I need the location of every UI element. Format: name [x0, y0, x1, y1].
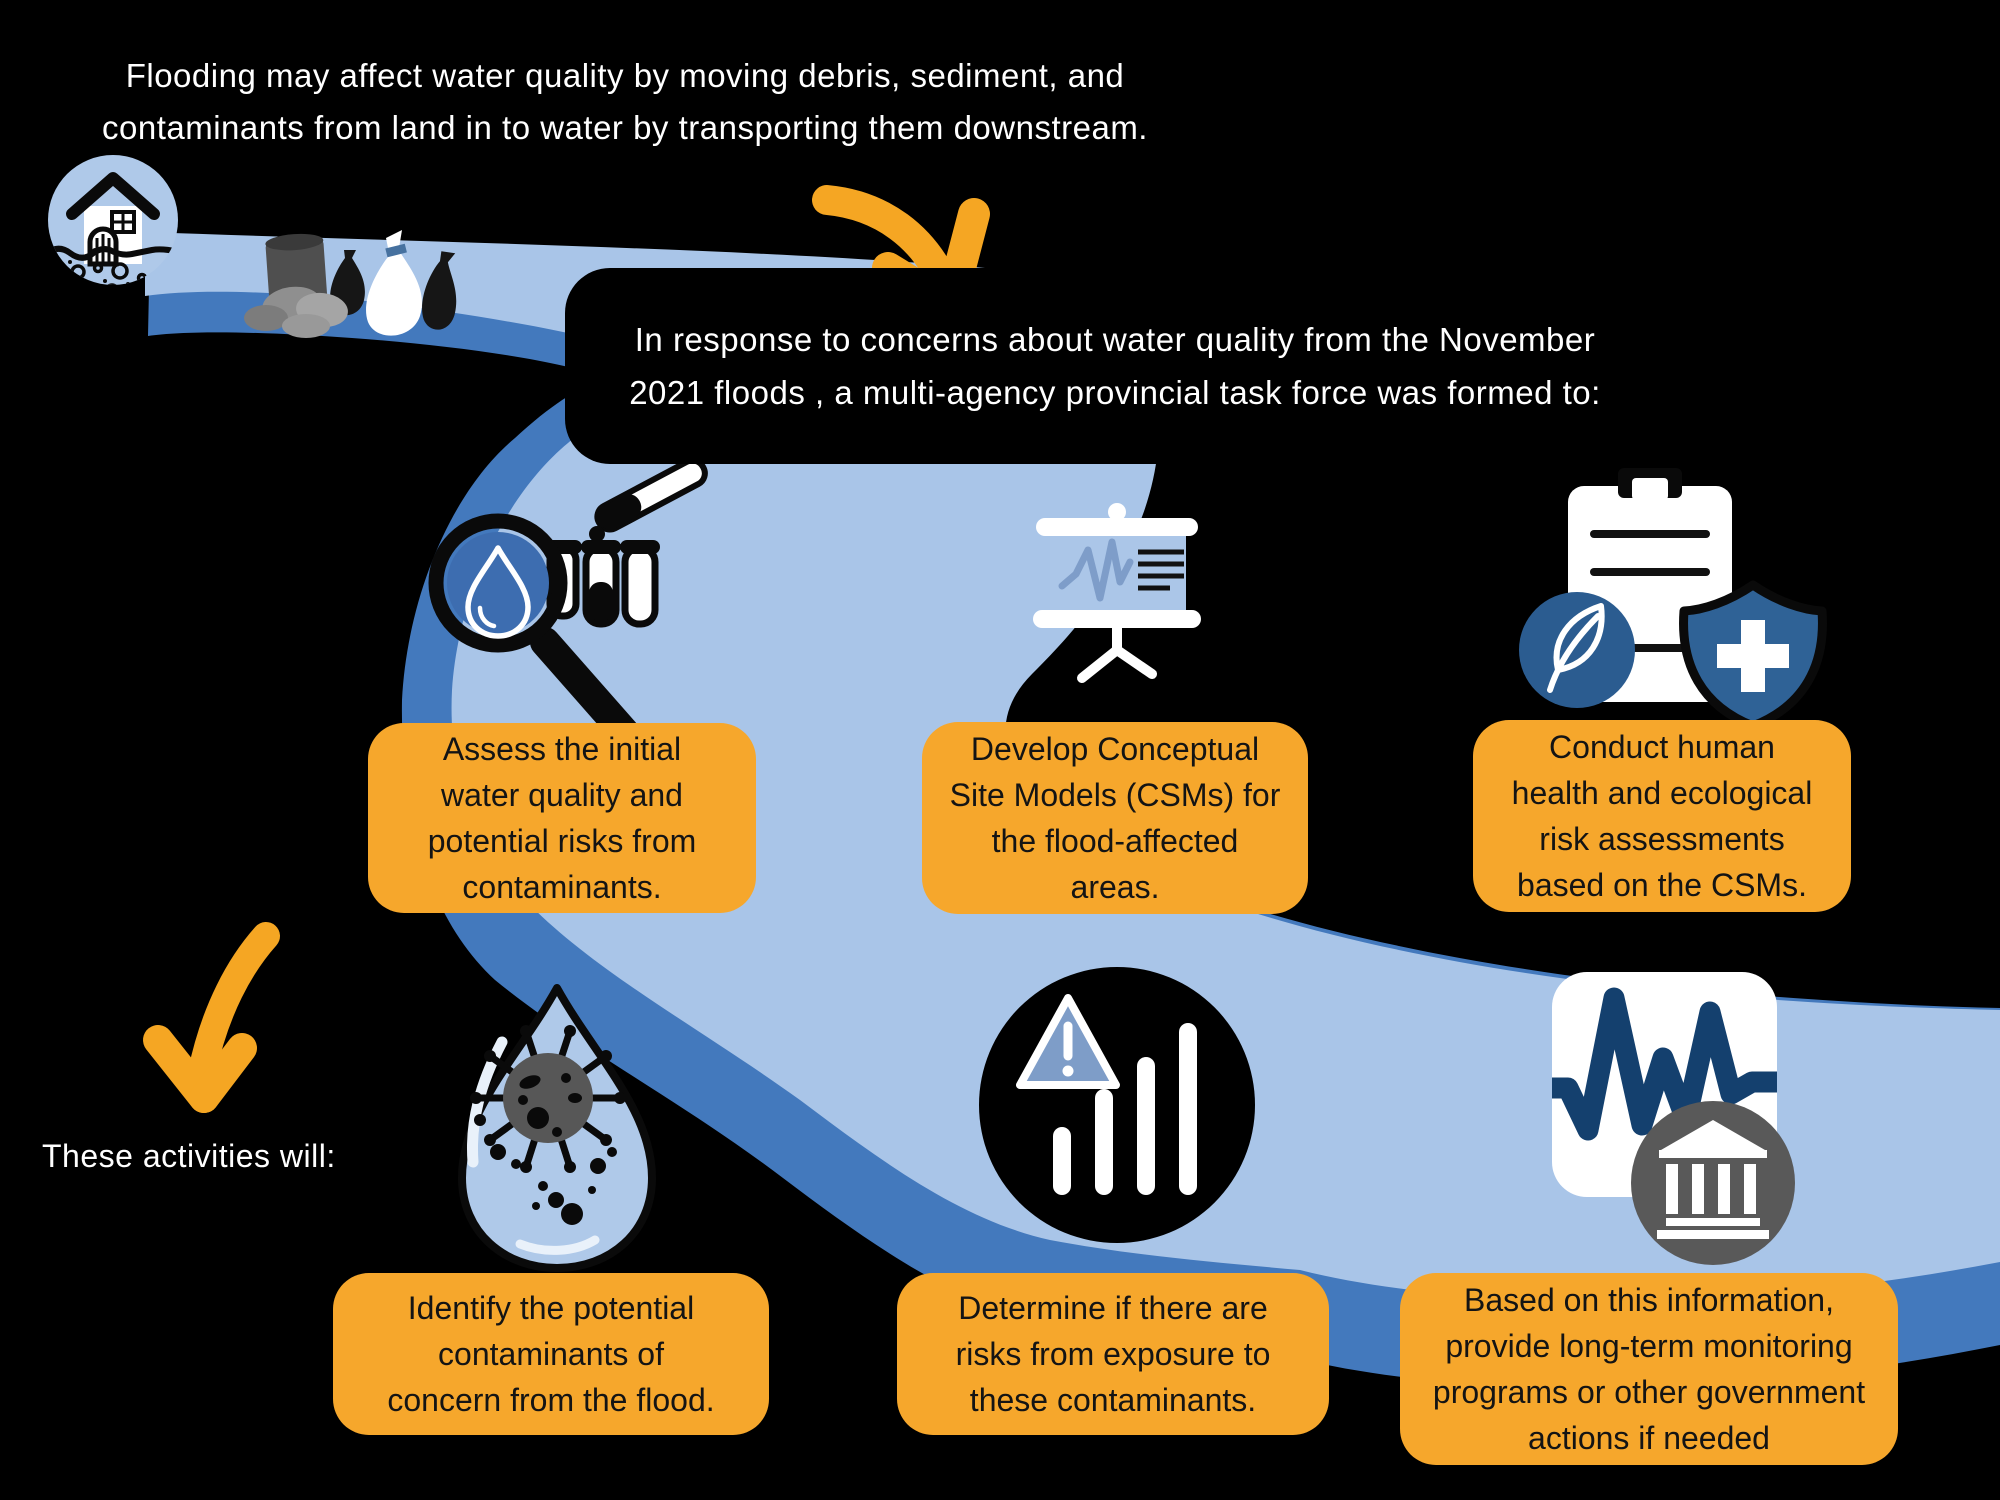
contaminant-dots — [474, 1114, 617, 1225]
box-text-line: Assess the initial — [442, 731, 682, 767]
box-text-line: contaminants. — [462, 869, 662, 905]
box-text-line: health and ecological — [1511, 775, 1813, 811]
task-force-line: In response to concerns about water qual… — [634, 321, 1596, 358]
box-text-line: based on the CSMs. — [1517, 867, 1807, 903]
box-text-line: concern from the flood. — [387, 1382, 715, 1418]
task-force-text: In response to concerns about water qual… — [565, 268, 1665, 464]
flooded-house-icon — [48, 155, 178, 285]
box-text-line: Develop Conceptual — [970, 731, 1260, 767]
box-text-line: programs or other government — [1432, 1374, 1866, 1410]
box-text-line: Determine if there are — [958, 1290, 1268, 1326]
health-shield-icon — [1679, 580, 1827, 731]
outcome-box-identify: Identify the potential contaminants of c… — [333, 1273, 769, 1435]
intro-line: contaminants from land in to water by tr… — [102, 109, 1148, 146]
box-text-line: provide long-term monitoring — [1445, 1328, 1853, 1364]
government-building-icon — [1631, 1101, 1795, 1265]
box-text-line: contaminants of — [438, 1336, 664, 1372]
intro-line: Flooding may affect water quality by mov… — [125, 57, 1125, 94]
monitoring-pulse-icon — [1552, 972, 1795, 1265]
activities-label: These activities will: — [42, 1138, 336, 1174]
box-text-line: Site Models (CSMs) for — [949, 777, 1281, 813]
box-text-line: Identify the potential — [407, 1290, 695, 1326]
leaf-icon — [1519, 592, 1635, 708]
risk-bars-icon — [979, 967, 1255, 1243]
warning-triangle-icon — [1016, 994, 1120, 1089]
presentation-chart-icon — [1033, 503, 1201, 683]
box-text-line: the flood-affected — [991, 823, 1239, 859]
debris-icon — [244, 230, 457, 338]
box-text-line: actions if needed — [1528, 1420, 1770, 1456]
box-text-line: these contaminants. — [969, 1382, 1257, 1418]
contaminated-droplet-icon — [458, 984, 656, 1272]
river-light-path — [145, 232, 2000, 1301]
box-text-line: potential risks from — [427, 823, 697, 859]
test-tubes-icon — [544, 540, 660, 628]
task-box-csm: Develop Conceptual Site Models (CSMs) fo… — [922, 722, 1308, 914]
box-text-line: Conduct human — [1549, 729, 1775, 765]
box-text-line: water quality and — [441, 777, 683, 813]
bar-chart-icon — [1053, 1023, 1197, 1195]
outcome-box-monitoring: Based on this information, provide long-… — [1400, 1273, 1898, 1465]
task-box-risk-assessment: Conduct human health and ecological risk… — [1473, 720, 1851, 912]
virus-icon — [470, 1025, 626, 1173]
box-text-line: areas. — [1070, 869, 1160, 905]
curved-arrow-down-left-icon — [143, 922, 280, 1113]
intro-text: Flooding may affect water quality by mov… — [30, 50, 1220, 154]
box-text-line: risk assessments — [1539, 821, 1785, 857]
outcome-box-determine: Determine if there are risks from exposu… — [897, 1273, 1329, 1435]
task-box-assess: Assess the initial water quality and pot… — [368, 723, 756, 913]
box-text-line: Based on this information, — [1464, 1282, 1834, 1318]
task-force-line: 2021 floods , a multi-agency provincial … — [629, 374, 1601, 411]
box-text-line: risks from exposure to — [955, 1336, 1271, 1372]
clipboard-assessment-icon — [1519, 468, 1827, 731]
